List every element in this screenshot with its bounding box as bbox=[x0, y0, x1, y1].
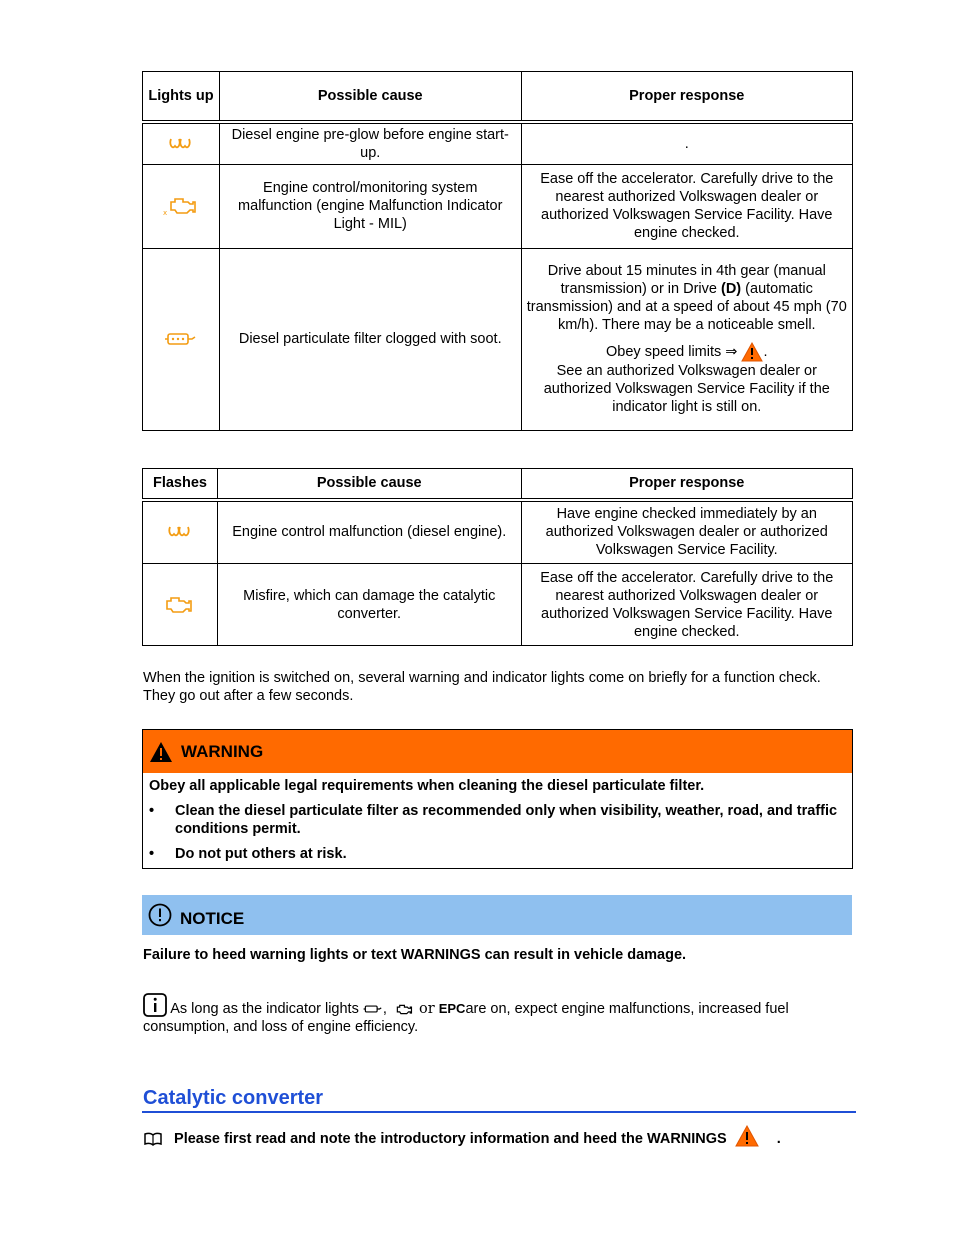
row-cause: Diesel engine pre-glow before engine sta… bbox=[218, 121, 522, 165]
row-cause: Diesel particulate filter clogged with s… bbox=[218, 247, 522, 431]
intro-paragraph: When the ignition is switched on, severa… bbox=[143, 670, 821, 704]
particulate-filter-icon bbox=[164, 333, 196, 345]
warning-box: WARNING Obey all applicable legal requir… bbox=[142, 729, 853, 869]
info-icon bbox=[143, 993, 167, 1018]
warning-lead: Obey all applicable legal requirements w… bbox=[149, 778, 705, 794]
row-response: Drive about 15 minutes in 4th gear (manu… bbox=[520, 247, 854, 431]
list-item: • Do not put others at risk. bbox=[149, 846, 347, 862]
flashes-table: Flashes Possible cause Proper response E… bbox=[142, 468, 853, 646]
glow-plug-icon bbox=[168, 526, 190, 537]
header-possible-cause: Possible cause bbox=[218, 71, 522, 124]
row-cause: Engine control/monitoring system malfunc… bbox=[218, 163, 522, 249]
glow-plug-icon bbox=[169, 138, 191, 148]
book-icon bbox=[144, 1132, 162, 1147]
row-cause: Engine control malfunction (diesel engin… bbox=[216, 499, 522, 564]
engine-check-icon bbox=[396, 1004, 413, 1014]
row-response: Have engine checked immediately by an au… bbox=[520, 499, 853, 564]
engine-check-icon bbox=[166, 596, 192, 613]
read-first-note: Please first read and note the introduct… bbox=[144, 1125, 864, 1148]
header-proper-response: Proper response bbox=[520, 468, 853, 502]
header-proper-response: Proper response bbox=[520, 71, 854, 124]
engine-check-icon: x bbox=[163, 198, 196, 217]
row-response: Ease off the accelerator. Carefully driv… bbox=[520, 163, 854, 249]
svg-text:x: x bbox=[163, 209, 167, 217]
warning-triangle-icon bbox=[150, 741, 172, 762]
header-possible-cause: Possible cause bbox=[216, 468, 522, 502]
table-row: Diesel engine pre-glow before engine sta… bbox=[142, 121, 854, 165]
row-response: Ease off the accelerator. Carefully driv… bbox=[520, 563, 853, 646]
header-flashes: Flashes bbox=[142, 468, 218, 502]
epc-icon: EPC bbox=[438, 1001, 466, 1016]
list-item: • Clean the diesel particulate filter as… bbox=[149, 803, 838, 837]
info-note: As long as the indicator lights , or EPC… bbox=[143, 993, 858, 1036]
warning-body: Obey all applicable legal requirements w… bbox=[143, 773, 852, 868]
warning-header: WARNING bbox=[143, 730, 852, 773]
row-response: . bbox=[520, 121, 854, 165]
row-cause: Misfire, which can damage the catalytic … bbox=[216, 563, 522, 646]
warning-triangle-icon[interactable] bbox=[734, 1125, 759, 1147]
exclamation-circle-icon bbox=[148, 903, 172, 927]
table-row: x Engine control/monitoring system malfu… bbox=[142, 163, 854, 249]
header-lights-up: Lights up bbox=[142, 71, 220, 124]
notice-header: NOTICE bbox=[142, 895, 852, 935]
particulate-filter-icon bbox=[363, 1005, 382, 1013]
notice-title: NOTICE bbox=[180, 909, 245, 928]
table-row: Misfire, which can damage the catalytic … bbox=[142, 563, 853, 646]
table-row: Engine control malfunction (diesel engin… bbox=[142, 499, 853, 564]
section-rule bbox=[142, 1111, 856, 1113]
warning-triangle-icon[interactable] bbox=[741, 342, 764, 362]
lights-up-table: Lights up Possible cause Proper response… bbox=[142, 71, 854, 431]
warning-title: WARNING bbox=[181, 741, 264, 761]
section-title: Catalytic converter bbox=[143, 1087, 324, 1109]
notice-text: Failure to heed warning lights or text W… bbox=[143, 947, 687, 963]
table-row: Diesel particulate filter clogged with s… bbox=[142, 247, 854, 431]
